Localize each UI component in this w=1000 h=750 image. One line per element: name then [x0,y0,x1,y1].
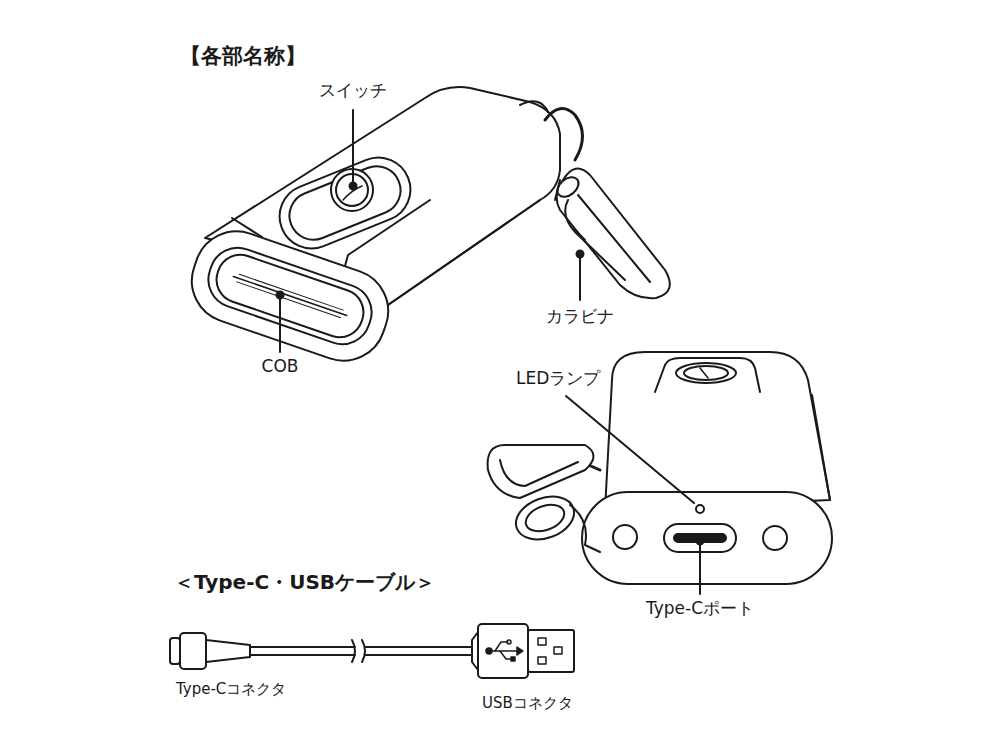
leader-lines [566,396,704,594]
part-label: Type-Cポート [646,598,754,618]
part-label: LEDランプ [516,368,600,388]
part-label: スイッチ [319,80,387,100]
section-heading: ＜Type-C・USBケーブル＞ [174,570,435,594]
leader-lines [277,110,584,352]
type-c-usb-cable [170,624,574,678]
part-label: Type-Cコネクタ [176,680,286,698]
part-label: USBコネクタ [482,694,573,712]
section-title: 【各部名称】 [180,44,306,69]
light-body-front [180,87,669,372]
light-body-rear [488,352,832,584]
part-label: カラビナ [546,306,614,326]
part-label: COB [262,356,299,376]
